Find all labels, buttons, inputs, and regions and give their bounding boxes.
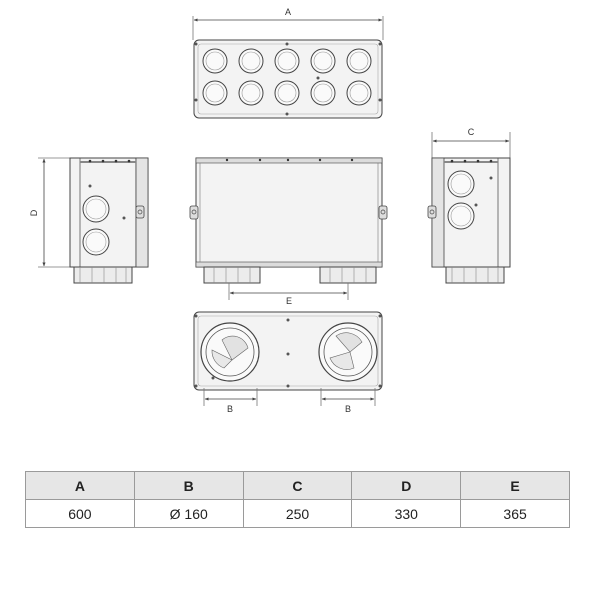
bottom-view: B B [193,311,383,414]
front-view-body [195,157,383,268]
dimension-label-b-left: B [227,404,233,414]
table-cell: 600 [25,499,135,528]
dimension-label-c: C [468,127,475,137]
front-view: E [189,157,388,306]
dimension-table: A B C D E 600 Ø 160 250 330 365 [25,471,570,528]
outlet-circle [202,80,228,106]
dimension-label-e: E [286,296,292,306]
outlet-circle [346,80,372,106]
technical-drawing: A D [29,7,511,414]
table-header-cell: A [25,471,135,500]
spigot [445,266,505,284]
outlet-circle [238,48,264,74]
table-header-cell: B [133,471,244,500]
top-view-outlets [202,48,372,106]
dimension-label-b-right: B [345,404,351,414]
left-side-view: D [29,157,149,284]
table-cell: 330 [351,499,462,528]
outlet-circle [310,48,336,74]
outlet-circle [346,48,372,74]
top-view: A [192,7,384,119]
outlet-large [318,322,378,382]
outlet-circle [447,202,475,230]
table-header-cell: E [460,471,570,500]
table-header-row: A B C D E [25,471,570,500]
spigot [73,266,133,284]
spigot [319,266,377,284]
outlet-circle [447,170,475,198]
outlet-circle [274,80,300,106]
outlet-circle [238,80,264,106]
dimension-label-d: D [29,209,39,216]
table-row: 600 Ø 160 250 330 365 [25,499,570,528]
table-cell: 365 [460,499,570,528]
dimension-label-a: A [285,7,291,17]
outlet-circle [82,195,110,223]
table-cell: 250 [242,499,353,528]
outlet-circle [310,80,336,106]
table-header-cell: D [351,471,462,500]
outlet-circle [274,48,300,74]
outlet-circle [202,48,228,74]
outlet-circle [82,228,110,256]
table-cell: Ø 160 [133,499,244,528]
spigot [203,266,261,284]
table-header-cell: C [242,471,353,500]
right-side-view: C [427,127,511,284]
